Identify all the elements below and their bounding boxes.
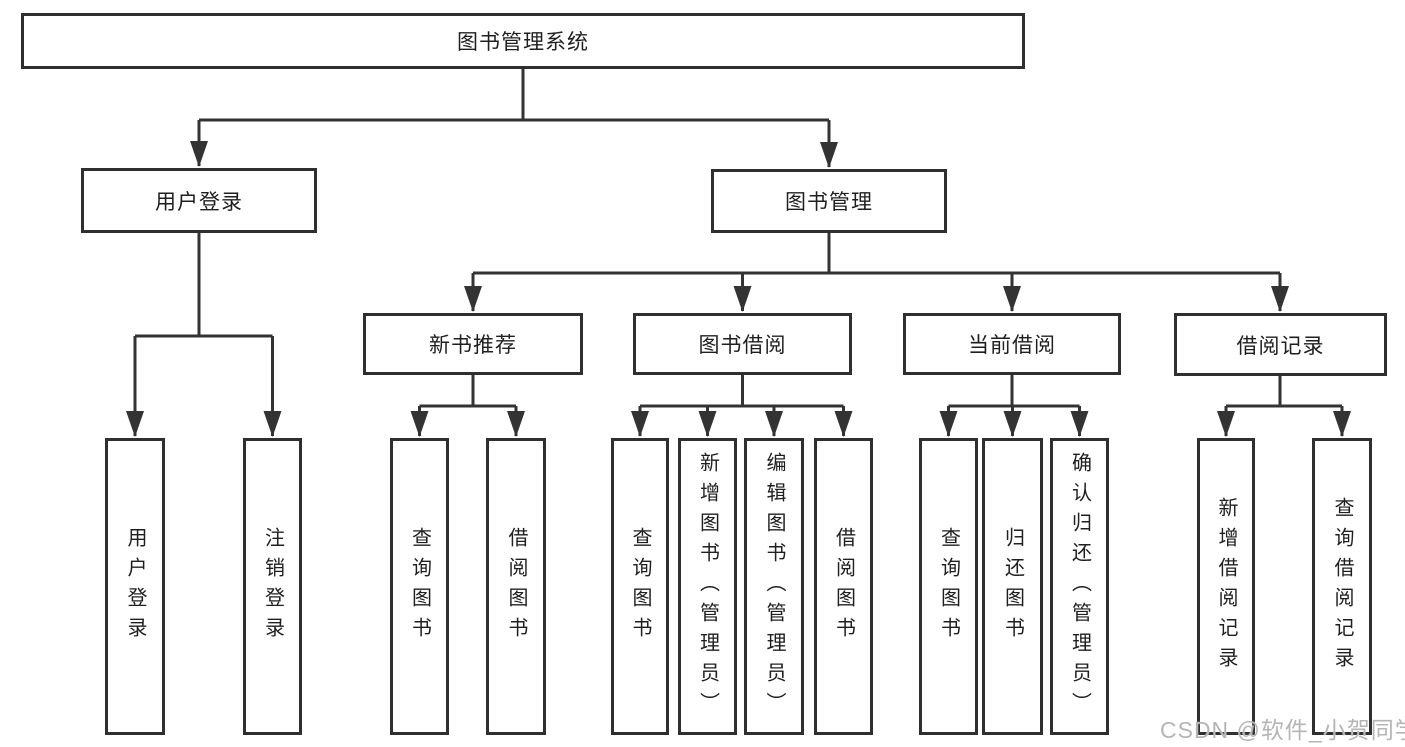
node-book-borrow: 图书借阅 — [633, 313, 852, 375]
leaf-query-books-1: 查询图书 — [390, 438, 449, 735]
leaf-user-login: 用户登录 — [105, 438, 165, 735]
leaf-borrow-books-1: 借阅图书 — [486, 438, 546, 735]
leaf-user-login-label: 用户登录 — [124, 526, 146, 647]
leaf-logout-label: 注销登录 — [261, 526, 284, 647]
leaf-return-books: 归还图书 — [982, 438, 1043, 735]
leaf-confirm-return-admin: 确认归还（管理员） — [1050, 438, 1109, 735]
node-book-borrow-label: 图书借阅 — [698, 334, 787, 357]
node-current-borrow: 当前借阅 — [903, 313, 1121, 375]
node-user-login: 用户登录 — [81, 168, 317, 233]
node-root-label: 图书管理系统 — [457, 31, 589, 54]
leaf-borrow-books-2: 借阅图书 — [814, 438, 873, 735]
leaf-query-books-1-label: 查询图书 — [408, 526, 431, 647]
node-new-book-recommend: 新书推荐 — [363, 313, 583, 375]
leaf-add-borrow-record-label: 新增借阅记录 — [1215, 496, 1237, 677]
leaf-query-books-2: 查询图书 — [611, 438, 669, 735]
node-book-management: 图书管理 — [711, 169, 947, 233]
leaf-return-books-label: 归还图书 — [1001, 526, 1024, 647]
leaf-logout: 注销登录 — [243, 438, 302, 735]
leaf-query-books-3-label: 查询图书 — [937, 526, 960, 647]
leaf-add-books-admin-label: 新增图书（管理员） — [696, 451, 719, 722]
leaf-query-borrow-record: 查询借阅记录 — [1312, 438, 1372, 735]
leaf-edit-books-admin-label: 编辑图书（管理员） — [763, 451, 785, 722]
csdn-watermark: CSDN @软件_小贺同学 — [1160, 717, 1405, 743]
node-borrow-records-label: 借阅记录 — [1236, 334, 1325, 358]
leaf-confirm-return-admin-label: 确认归还（管理员） — [1068, 451, 1091, 722]
leaf-add-borrow-record: 新增借阅记录 — [1197, 438, 1255, 735]
node-user-login-label: 用户登录 — [155, 190, 243, 214]
leaf-add-books-admin: 新增图书（管理员） — [678, 438, 737, 735]
leaf-borrow-books-1-label: 借阅图书 — [505, 526, 527, 647]
node-current-borrow-label: 当前借阅 — [968, 334, 1056, 357]
leaf-query-books-3: 查询图书 — [919, 438, 978, 735]
leaf-query-borrow-record-label: 查询借阅记录 — [1331, 496, 1353, 677]
node-root: 图书管理系统 — [21, 13, 1025, 69]
leaf-edit-books-admin: 编辑图书（管理员） — [744, 438, 804, 735]
node-book-management-label: 图书管理 — [785, 191, 873, 214]
leaf-query-books-2-label: 查询图书 — [629, 526, 651, 647]
node-new-book-recommend-label: 新书推荐 — [429, 334, 517, 357]
leaf-borrow-books-2-label: 借阅图书 — [832, 526, 855, 647]
node-borrow-records: 借阅记录 — [1174, 313, 1387, 376]
